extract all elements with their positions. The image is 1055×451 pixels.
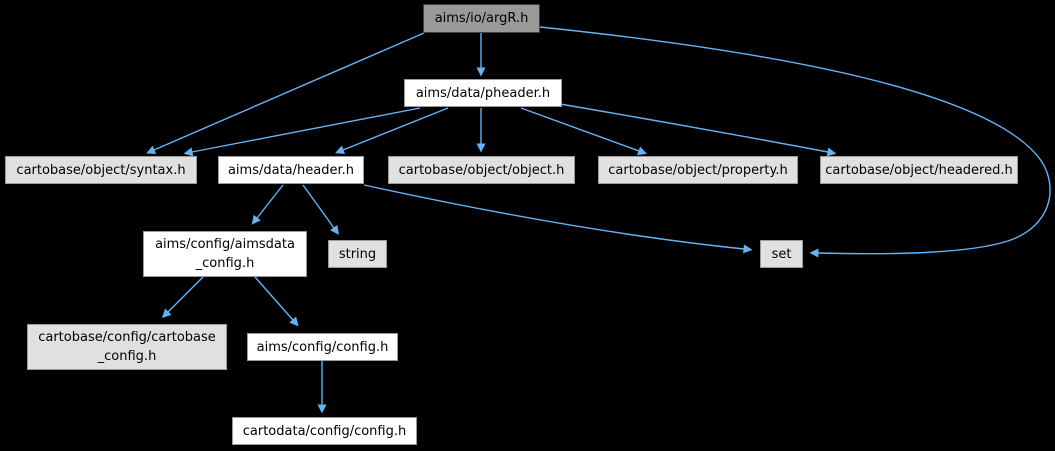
edge-pheader-to-header xyxy=(335,107,449,155)
edge-aimsdata-to-cartobase-config xyxy=(161,276,204,319)
edge-header-to-string xyxy=(302,184,340,235)
node-aims-config-config-h[interactable]: aims/config/config.h xyxy=(247,333,398,361)
node-cartobase-object-headered-h: cartobase/object/headered.h xyxy=(820,156,1018,184)
node-aims-data-pheader-h[interactable]: aims/data/pheader.h xyxy=(404,79,562,107)
edge-argr-to-syntax xyxy=(146,32,425,154)
node-cartobase-config-cartobase-config-h: cartobase/config/cartobase _config.h xyxy=(27,324,227,370)
node-aims-config-aimsdata-config-h[interactable]: aims/config/aimsdata _config.h xyxy=(143,231,307,277)
edge-pheader-to-syntax xyxy=(183,107,421,157)
node-set: set xyxy=(760,240,803,268)
node-aims-data-header-h[interactable]: aims/data/header.h xyxy=(218,156,364,184)
edge-pheader-to-headered xyxy=(559,103,837,157)
edge-aimsdata-to-aims-config xyxy=(254,276,299,327)
node-cartobase-object-syntax-h: cartobase/object/syntax.h xyxy=(5,156,197,184)
edge-pheader-to-property xyxy=(520,107,648,156)
edge-header-to-aimsdata-config xyxy=(251,184,284,225)
edge-argr-to-set xyxy=(539,26,1051,258)
node-cartodata-config-config-h[interactable]: cartodata/config/config.h xyxy=(232,417,417,445)
node-cartobase-object-property-h: cartobase/object/property.h xyxy=(598,156,798,184)
edge-header-to-set xyxy=(363,184,753,254)
node-string: string xyxy=(328,240,387,268)
node-aims-io-argr-h: aims/io/argR.h xyxy=(423,4,540,33)
node-cartobase-object-object-h: cartobase/object/object.h xyxy=(388,156,575,184)
